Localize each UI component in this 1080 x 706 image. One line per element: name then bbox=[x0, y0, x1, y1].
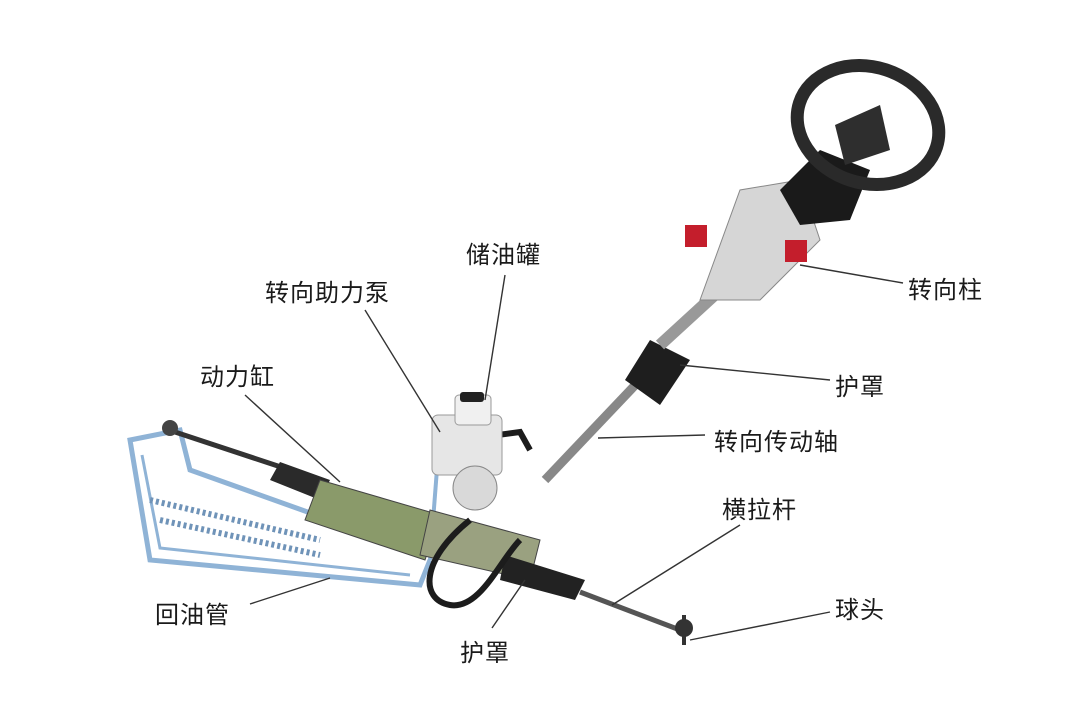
lower-boot bbox=[500, 555, 585, 600]
label-boot-lower: 护罩 bbox=[460, 639, 510, 667]
label-reservoir: 储油罐 bbox=[466, 241, 541, 269]
label-steering-shaft: 转向传动轴 bbox=[714, 428, 839, 456]
power-steering-pump bbox=[431, 414, 503, 511]
label-steering-column: 转向柱 bbox=[908, 276, 983, 304]
label-boot-upper: 护罩 bbox=[835, 373, 885, 401]
tie-rod-right bbox=[579, 589, 693, 645]
label-power-cylinder: 动力缸 bbox=[200, 363, 275, 391]
steering-shaft bbox=[541, 285, 725, 484]
label-power-pump: 转向助力泵 bbox=[265, 279, 390, 307]
tie-rod-left bbox=[162, 420, 291, 473]
oil-reservoir bbox=[454, 392, 492, 426]
label-ball-joint: 球头 bbox=[835, 596, 885, 624]
label-return-pipe: 回油管 bbox=[155, 601, 230, 629]
leader-lines bbox=[244, 264, 904, 641]
steering-wheel bbox=[790, 59, 946, 191]
label-tie-rod: 横拉杆 bbox=[722, 496, 797, 524]
steering-column bbox=[685, 150, 870, 301]
